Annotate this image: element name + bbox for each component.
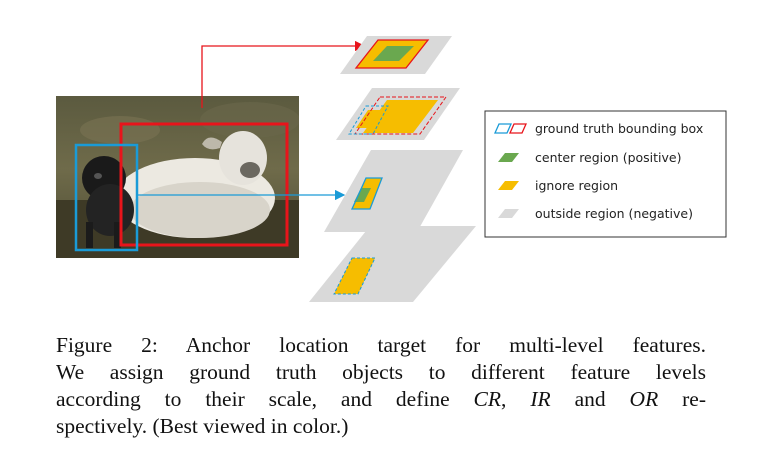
- legend: ground truth bounding box center region …: [484, 110, 727, 238]
- sheep-bounding-box: [119, 122, 289, 247]
- feature-level-1: [340, 36, 452, 74]
- caption-line-4: spectively. (Best viewed in color.): [56, 414, 349, 438]
- legend-label-ignore: ignore region: [535, 178, 618, 193]
- sheep-photo: [56, 96, 299, 258]
- outside-region-icon: [498, 209, 519, 218]
- figure-caption: Figure 2: Anchor location target for mul…: [56, 332, 706, 440]
- center-region-icon: [498, 153, 519, 162]
- feature-level-3: [324, 150, 463, 232]
- legend-label-center: center region (positive): [535, 150, 681, 165]
- legend-label-outside: outside region (negative): [535, 206, 693, 221]
- caption-line-2: We assign ground truth objects to differ…: [56, 360, 706, 384]
- red-arrow: [201, 40, 366, 108]
- feature-level-4: [309, 226, 476, 302]
- lamb-bounding-box: [74, 143, 139, 252]
- ignore-region-icon: [498, 181, 519, 190]
- cr-symbol: CR: [473, 387, 502, 411]
- ground-truth-box-icon: [493, 123, 528, 134]
- anchor-location-figure: ground truth bounding box center region …: [56, 36, 727, 302]
- feature-level-2: [336, 88, 460, 140]
- caption-line-1: Figure 2: Anchor location target for mul…: [56, 333, 706, 357]
- legend-label-ground-truth: ground truth bounding box: [535, 121, 703, 136]
- or-symbol: OR: [629, 387, 659, 411]
- ir-symbol: IR: [530, 387, 551, 411]
- caption-line-3: according to their scale, and define CR,…: [56, 387, 707, 411]
